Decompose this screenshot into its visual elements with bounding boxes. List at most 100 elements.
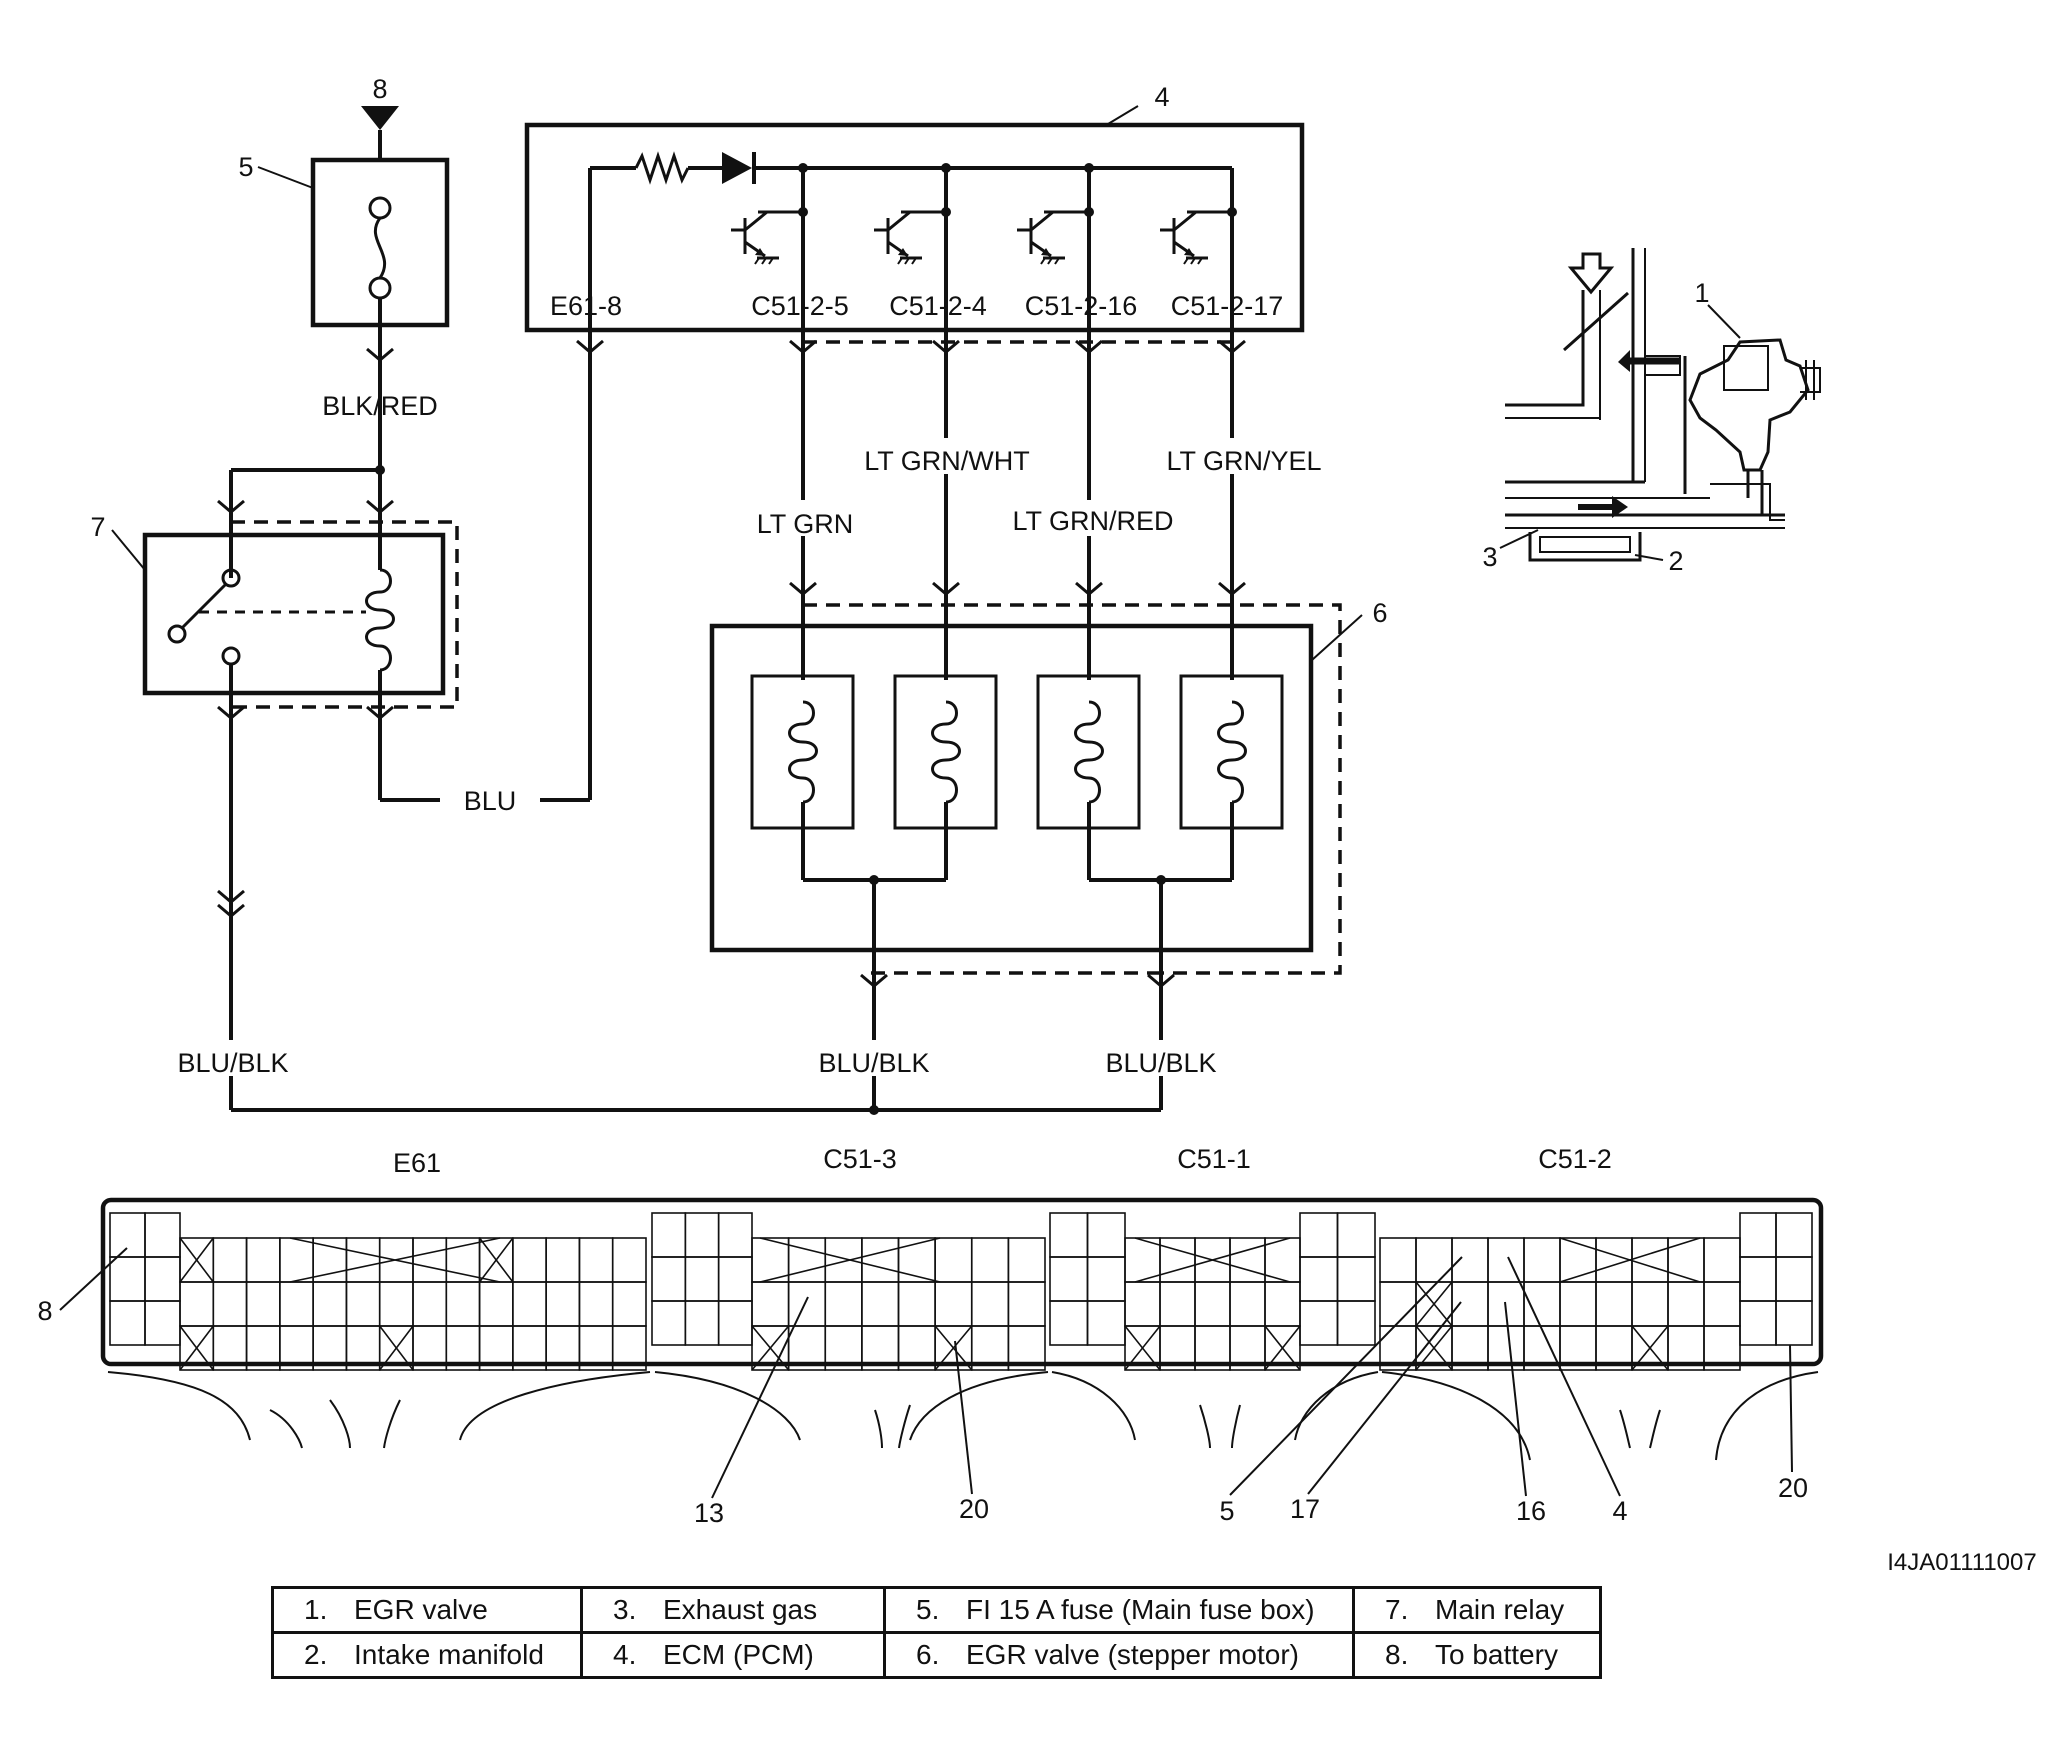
connector-pin: [478, 1281, 514, 1327]
pin-callout-c51-2-16: 16: [1516, 1496, 1546, 1526]
connector-pin: [1451, 1237, 1489, 1283]
legend-cell: 8.To battery: [1352, 1631, 1602, 1679]
connector-pin: [787, 1281, 827, 1327]
connector-label-c51-1: C51-1: [1177, 1144, 1251, 1174]
connector-pin: [684, 1300, 720, 1346]
unused-pin-mark: [289, 1237, 501, 1283]
connector-pin: [717, 1300, 753, 1346]
connector-pin: [861, 1281, 900, 1327]
connector-pin: [1049, 1300, 1089, 1346]
cable-bundle-curve: [1051, 1371, 1136, 1441]
connector-pin: [279, 1281, 314, 1327]
wire-label-blu-blk-mid: BLU/BLK: [818, 1048, 929, 1078]
cable-bundle-curve: [654, 1371, 801, 1441]
connector-pin: [412, 1237, 448, 1283]
legend-cell: 7.Main relay: [1352, 1586, 1602, 1634]
cable-bundle-curve: [1294, 1371, 1379, 1441]
unused-pin-mark: [934, 1325, 973, 1371]
legend-row: 1.EGR valve 3.Exhaust gas 5.FI 15 A fuse…: [271, 1586, 1602, 1634]
egr-stepper-motor: [709, 581, 1342, 1110]
connector-label-c51-3: C51-3: [823, 1144, 897, 1174]
connector-pin: [1264, 1237, 1301, 1283]
connector-pin: [445, 1237, 481, 1283]
connector-pin: [1264, 1325, 1301, 1371]
connector-pin: [861, 1237, 900, 1283]
unused-pin-mark: [179, 1237, 214, 1283]
callout-2: 2: [1668, 546, 1683, 576]
cable-bundle-curve: [383, 1399, 401, 1449]
connector-pin: [611, 1281, 647, 1327]
connector-pin: [1775, 1256, 1813, 1302]
unused-pin-mark: [379, 1325, 414, 1371]
connector-pin: [1007, 1325, 1046, 1371]
connector-pin: [1667, 1281, 1705, 1327]
connector-pin: [1229, 1281, 1266, 1327]
connector-pin: [1194, 1281, 1231, 1327]
pin-callout-e61-8: 8: [37, 1296, 52, 1326]
connector-pin: [970, 1281, 1010, 1327]
wire-label-blk-red: BLK/RED: [322, 391, 438, 421]
unused-pin-mark: [478, 1237, 514, 1283]
pin-callout-c51-3-13: 13: [694, 1498, 724, 1528]
unused-pin-mark: [1415, 1281, 1453, 1327]
connector-pin: [1775, 1300, 1813, 1346]
connector-pin: [1487, 1237, 1525, 1283]
connector-pin: [1595, 1281, 1633, 1327]
connector-pin: [651, 1300, 687, 1346]
connector-pin: [717, 1212, 753, 1258]
egr-valve-illustration: [1505, 248, 1821, 562]
unused-pin-mark: [1264, 1325, 1301, 1371]
wire-label-lt-grn-red: LT GRN/RED: [1012, 506, 1173, 536]
connector-pin: [212, 1281, 248, 1327]
callout-7: 7: [90, 512, 105, 542]
connector-pin: [144, 1256, 181, 1302]
connector-pin: [934, 1237, 973, 1283]
connector-pin: [212, 1237, 248, 1283]
connector-pin: [787, 1237, 827, 1283]
connector-pin: [1264, 1281, 1301, 1327]
unused-pin-mark: [179, 1325, 214, 1371]
legend-cell: 3.Exhaust gas: [580, 1586, 886, 1634]
connector-pin: [1086, 1256, 1126, 1302]
connector-pin: [109, 1300, 146, 1346]
cable-bundle-curve: [1199, 1404, 1211, 1449]
connector-pin: [611, 1237, 647, 1283]
cable-bundle-curve: [1619, 1409, 1631, 1449]
cable-bundle-curve: [898, 1404, 911, 1449]
connector-pin: [1379, 1237, 1417, 1283]
connector-pin: [144, 1212, 181, 1258]
connector-pin: [824, 1281, 863, 1327]
cable-bundle-curve: [459, 1371, 651, 1441]
unused-pin-mark: [759, 1237, 941, 1283]
ecm-box: [524, 122, 1305, 333]
connector-pin: [897, 1237, 936, 1283]
connector-pin: [1703, 1237, 1741, 1283]
connector-label-c51-2: C51-2: [1538, 1144, 1612, 1174]
connector-pin: [412, 1281, 448, 1327]
connector-pin: [1336, 1212, 1376, 1258]
legend-cell: 6.EGR valve (stepper motor): [883, 1631, 1355, 1679]
wire-label-blu: BLU: [464, 786, 517, 816]
connector-pin: [345, 1237, 381, 1283]
connector-pin: [1086, 1300, 1126, 1346]
connector-pin: [1415, 1237, 1453, 1283]
connector-pin: [1703, 1281, 1741, 1327]
cable-bundle-curve: [1649, 1409, 1661, 1449]
connector-pin: [1559, 1281, 1597, 1327]
connector-pin: [378, 1281, 414, 1327]
cable-bundle-curve: [1381, 1371, 1531, 1461]
connector-pin: [651, 1212, 687, 1258]
wire-label-blu-blk-left: BLU/BLK: [177, 1048, 288, 1078]
legend-table: 1.EGR valve 3.Exhaust gas 5.FI 15 A fuse…: [271, 1586, 1602, 1679]
connector-pin: [1299, 1256, 1339, 1302]
wire-label-lt-grn-yel: LT GRN/YEL: [1166, 446, 1321, 476]
battery-symbol: [361, 106, 399, 162]
connector-pin: [611, 1325, 647, 1371]
wire-label-blu-blk-right: BLU/BLK: [1105, 1048, 1216, 1078]
connector-pin: [179, 1281, 215, 1327]
unused-pin-mark: [1415, 1325, 1453, 1371]
callout-8: 8: [372, 74, 387, 104]
connector-pin: [1559, 1237, 1597, 1283]
connector-pin: [1124, 1281, 1161, 1327]
ecm-terminal-e61-8: E61-8: [550, 291, 622, 321]
